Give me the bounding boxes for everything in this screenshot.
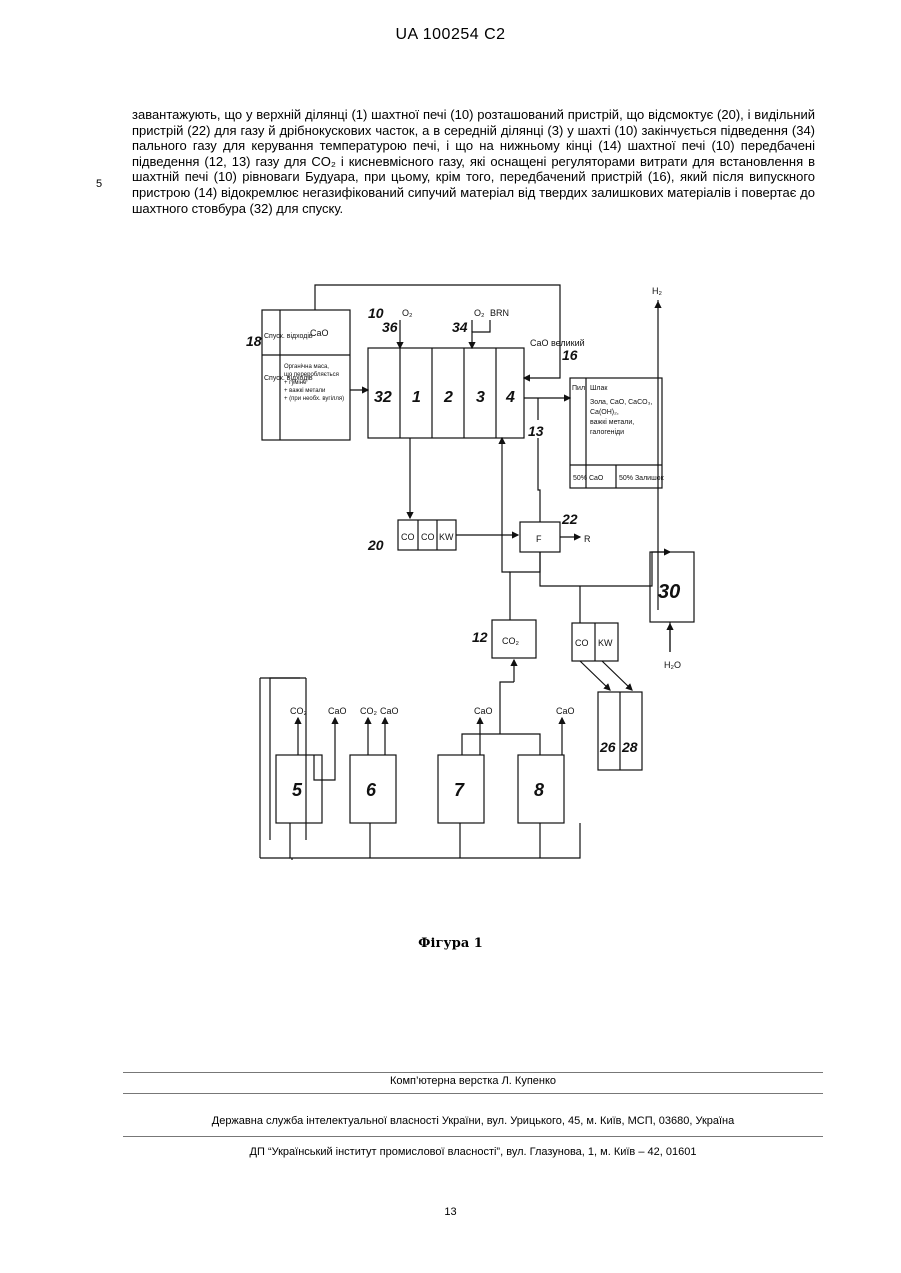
label-h2: H₂: [652, 286, 662, 296]
unit-label-6: 6: [366, 780, 377, 800]
label-o2-b: O₂: [474, 308, 485, 318]
label-out-6: галогеніди: [590, 428, 624, 436]
label-kw-b: KW: [598, 638, 613, 648]
label-cao-excess: CaO великий: [530, 338, 585, 348]
footer-institute: ДП “Український інститут промислової вла…: [123, 1146, 823, 1158]
ref-18: 18: [246, 333, 262, 349]
label-u7-cao: CaO: [474, 706, 493, 716]
label-organics-4: + важкі метали: [284, 388, 325, 394]
label-organics-1: Органічна маса,: [284, 364, 329, 370]
figure-caption: Фігура 1: [0, 936, 901, 951]
label-u5-cao: CaO: [328, 706, 347, 716]
label-out-8: 50% Залишок: [619, 475, 665, 482]
section-2: 2: [443, 389, 453, 406]
unit-label-8: 8: [534, 780, 544, 800]
ref-30: 30: [658, 581, 680, 603]
ref-13: 13: [528, 423, 544, 439]
footer-layout: Комп’ютерна верстка Л. Купенко: [123, 1075, 823, 1087]
body-text: завантажують, що у верхній ділянці (1) ш…: [132, 107, 815, 216]
section-1: 1: [412, 389, 421, 406]
label-out-5: важкі метали,: [590, 418, 634, 426]
label-u6-cao: CaO: [380, 706, 399, 716]
label-co2-feed: CO₂: [502, 636, 520, 646]
patent-number: UA 100254 C2: [0, 26, 901, 44]
label-out-3: Зола, CaO, CaCO₃,: [590, 399, 652, 406]
ref-16: 16: [562, 347, 578, 363]
label-organics-5: + (при необх. вугілля): [284, 396, 344, 402]
label-brn: BRN: [490, 308, 509, 318]
ref-26: 26: [599, 739, 616, 755]
label-filter: F: [536, 534, 542, 544]
footer-rule-1: [123, 1072, 823, 1073]
label-r: R: [584, 534, 591, 544]
footer-rule-3: [123, 1136, 823, 1137]
ref-12: 12: [472, 629, 488, 645]
label-h2o: H₂O: [664, 660, 681, 670]
label-out-4: Ca(OH)₂,: [590, 409, 619, 416]
label-u8-cao: CaO: [556, 706, 575, 716]
section-3: 3: [476, 389, 485, 406]
section-4: 4: [505, 389, 515, 406]
label-o2-a: O₂: [402, 308, 413, 318]
label-out-2: Пил: [572, 385, 585, 392]
label-cao-box: CaO: [310, 328, 329, 338]
unit-label-7: 7: [454, 780, 465, 800]
line-number: 5: [96, 178, 102, 190]
section-32: 32: [374, 389, 392, 406]
footer-rule-2: [123, 1093, 823, 1094]
footer-service: Державна служба інтелектуальної власност…: [123, 1115, 823, 1127]
label-u5-co2: CO₂: [290, 706, 308, 716]
label-u6-co2: CO₂: [360, 706, 378, 716]
process-diagram: 18 10 36 34 16 13 20 22 12 26 28 30 32 1…: [240, 280, 710, 900]
claim-paragraph: завантажують, що у верхній ділянці (1) ш…: [132, 107, 815, 216]
label-organics-2: що переробляється: [284, 372, 339, 378]
label-waste-a: Спуск. відходів: [264, 332, 313, 340]
figure-1: 18 10 36 34 16 13 20 22 12 26 28 30 32 1…: [240, 280, 710, 900]
label-out-7: 50% CaO: [573, 475, 604, 482]
label-out-1: Шлак: [590, 385, 608, 392]
ref-34: 34: [452, 319, 468, 335]
ref-36: 36: [382, 319, 398, 335]
ref-20: 20: [367, 537, 384, 553]
label-kw-a: KW: [439, 532, 454, 542]
label-organics-3: + гуміне: [284, 380, 307, 386]
label-co-b: CO: [421, 532, 435, 542]
page-number: 13: [0, 1206, 901, 1218]
ref-28: 28: [621, 739, 638, 755]
label-co-c: CO: [575, 638, 589, 648]
ref-22: 22: [561, 511, 578, 527]
label-co-a: CO: [401, 532, 415, 542]
unit-label-5: 5: [292, 780, 303, 800]
